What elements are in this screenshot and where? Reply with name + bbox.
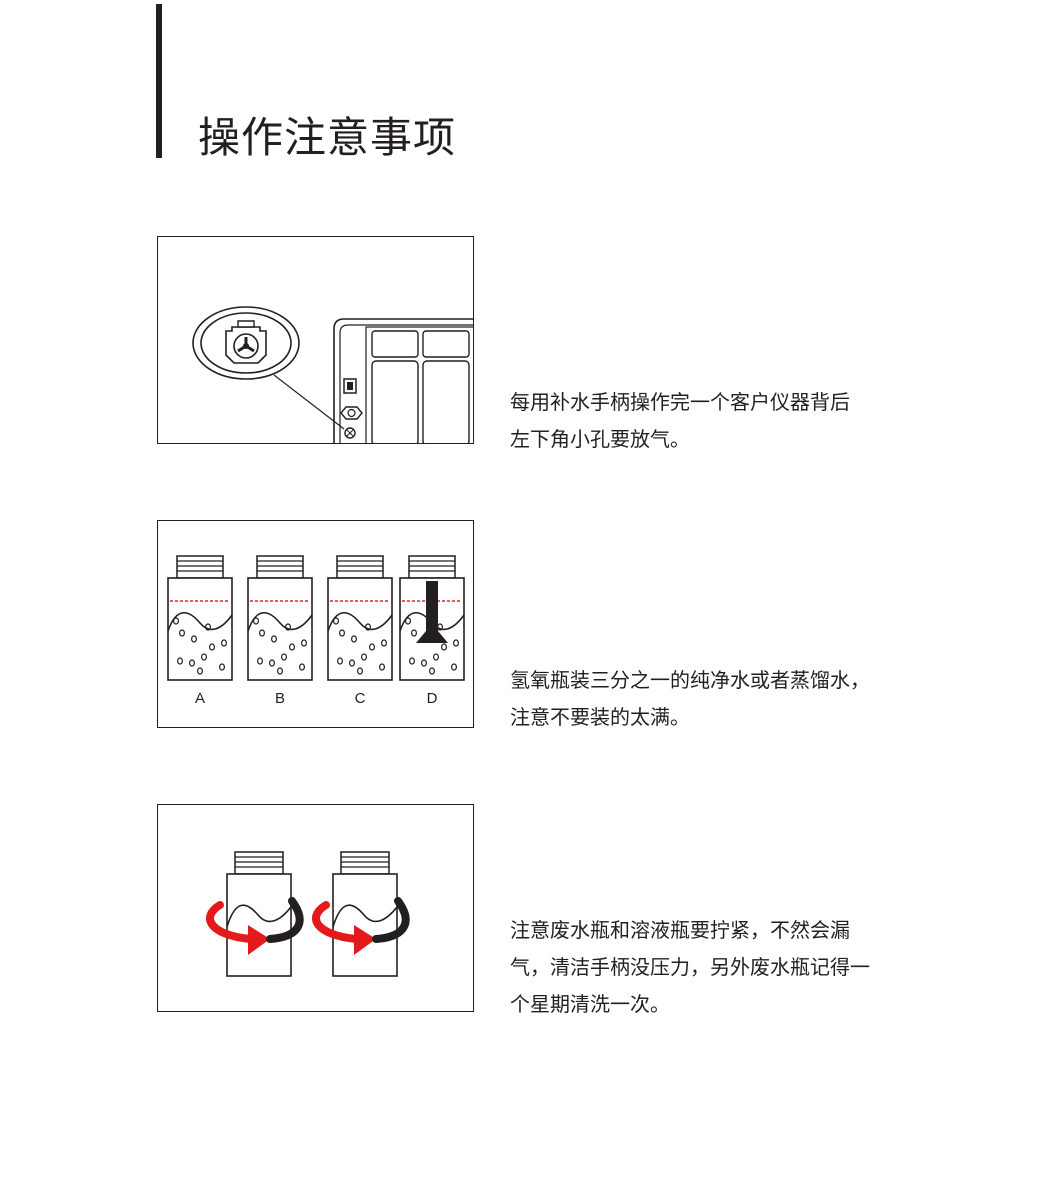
bottle-b: B <box>247 555 313 707</box>
rotate-arrow-icon <box>206 897 304 955</box>
bottle-label: B <box>275 690 285 707</box>
note-line: 氢氧瓶装三分之一的纯净水或者蒸馏水， <box>510 668 870 692</box>
bottle-right <box>332 851 398 977</box>
page-title: 操作注意事项 <box>198 113 457 162</box>
fill-level-note: 氢氧瓶装三分之一的纯净水或者蒸馏水， 注意不要装的太满。 <box>510 662 930 736</box>
device-back-illustration <box>192 306 473 443</box>
fill-level-illustration-panel: A B C D <box>157 520 474 728</box>
bottle-a: A <box>167 555 233 707</box>
bottle-left <box>226 851 292 977</box>
rotate-arrow-icon <box>312 897 410 955</box>
bottle-label: A <box>195 690 205 707</box>
note-line: 注意不要装的太满。 <box>510 705 690 729</box>
bottle-label: D <box>427 690 438 707</box>
tighten-illustration-panel <box>157 804 474 1012</box>
bottle-c: C <box>327 555 393 707</box>
note-line: 左下角小孔要放气。 <box>510 427 690 451</box>
tighten-note: 注意废水瓶和溶液瓶要拧紧，不然会漏 气，清洁手柄没压力，另外废水瓶记得一 个星期… <box>510 912 930 1023</box>
bottle-label: C <box>355 690 366 707</box>
bottle-fill-illustration: A B C D <box>167 555 465 707</box>
note-line: 每用补水手柄操作完一个客户仪器背后 <box>510 390 850 414</box>
magnified-vent-icon <box>192 306 300 380</box>
note-line: 注意废水瓶和溶液瓶要拧紧，不然会漏 <box>510 918 850 942</box>
leader-line <box>273 374 345 430</box>
title-accent-bar <box>156 4 162 158</box>
note-line: 气，清洁手柄没压力，另外废水瓶记得一 <box>510 955 870 979</box>
vent-illustration-panel <box>157 236 474 444</box>
tighten-bottles-illustration <box>206 851 410 977</box>
device-back-panel <box>333 318 473 443</box>
vent-note: 每用补水手柄操作完一个客户仪器背后 左下角小孔要放气。 <box>510 384 930 458</box>
cleaning-handle <box>416 581 448 643</box>
note-line: 个星期清洗一次。 <box>510 992 670 1016</box>
